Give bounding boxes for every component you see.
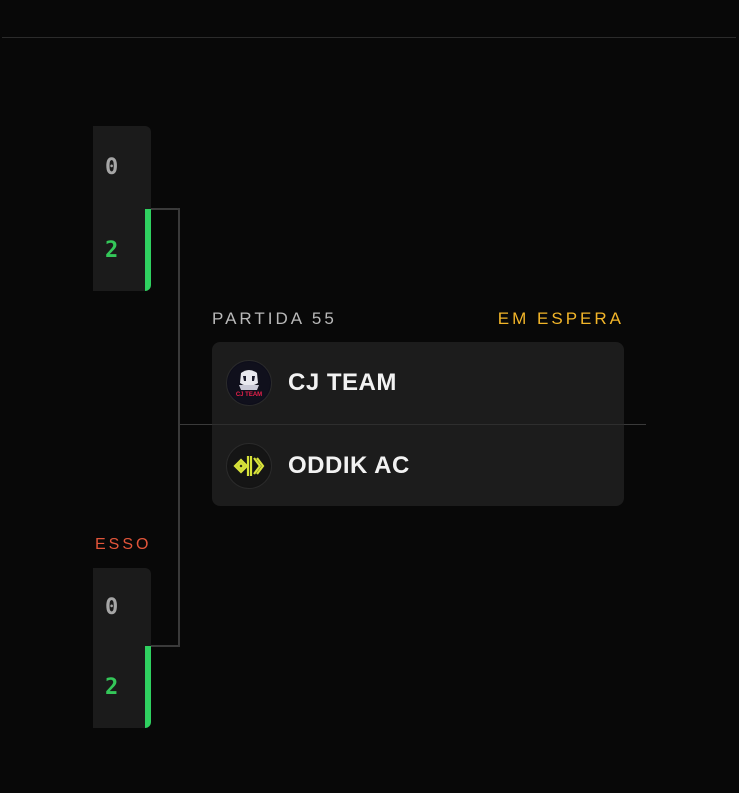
score-lower-team-2[interactable]: 2 [93,646,151,728]
team-row-oddik-ac[interactable]: ODDIK AC [212,425,624,506]
bracket-connector-vertical [178,208,180,647]
bracket-connector-top [151,208,179,210]
match-header: PARTIDA 55 EM ESPERA [212,309,624,329]
team-name: ODDIK AC [288,452,410,479]
team-row-cj-team[interactable]: CJ TEAM CJ TEAM [212,342,624,425]
bracket-connector-bottom [151,645,179,647]
match-number: PARTIDA 55 [212,309,337,328]
cj-team-logo-text: CJ TEAM [236,392,262,398]
lower-match-status: ESSO [95,536,152,553]
top-divider [2,37,736,38]
score-upper-team-1[interactable]: 0 [93,126,151,209]
score-value: 2 [105,237,119,263]
match-card[interactable]: CJ TEAM CJ TEAM ODD [212,342,624,506]
cj-team-logo-icon: CJ TEAM [226,360,272,406]
score-upper-team-2[interactable]: 2 [93,209,151,291]
match-status-badge: EM ESPERA [497,309,624,328]
score-lower-team-1[interactable]: 0 [93,568,151,646]
score-value: 0 [105,594,119,620]
oddik-ac-logo-icon [226,443,272,489]
score-value: 2 [105,674,119,700]
score-value: 0 [105,155,119,180]
team-name: CJ TEAM [288,369,397,396]
